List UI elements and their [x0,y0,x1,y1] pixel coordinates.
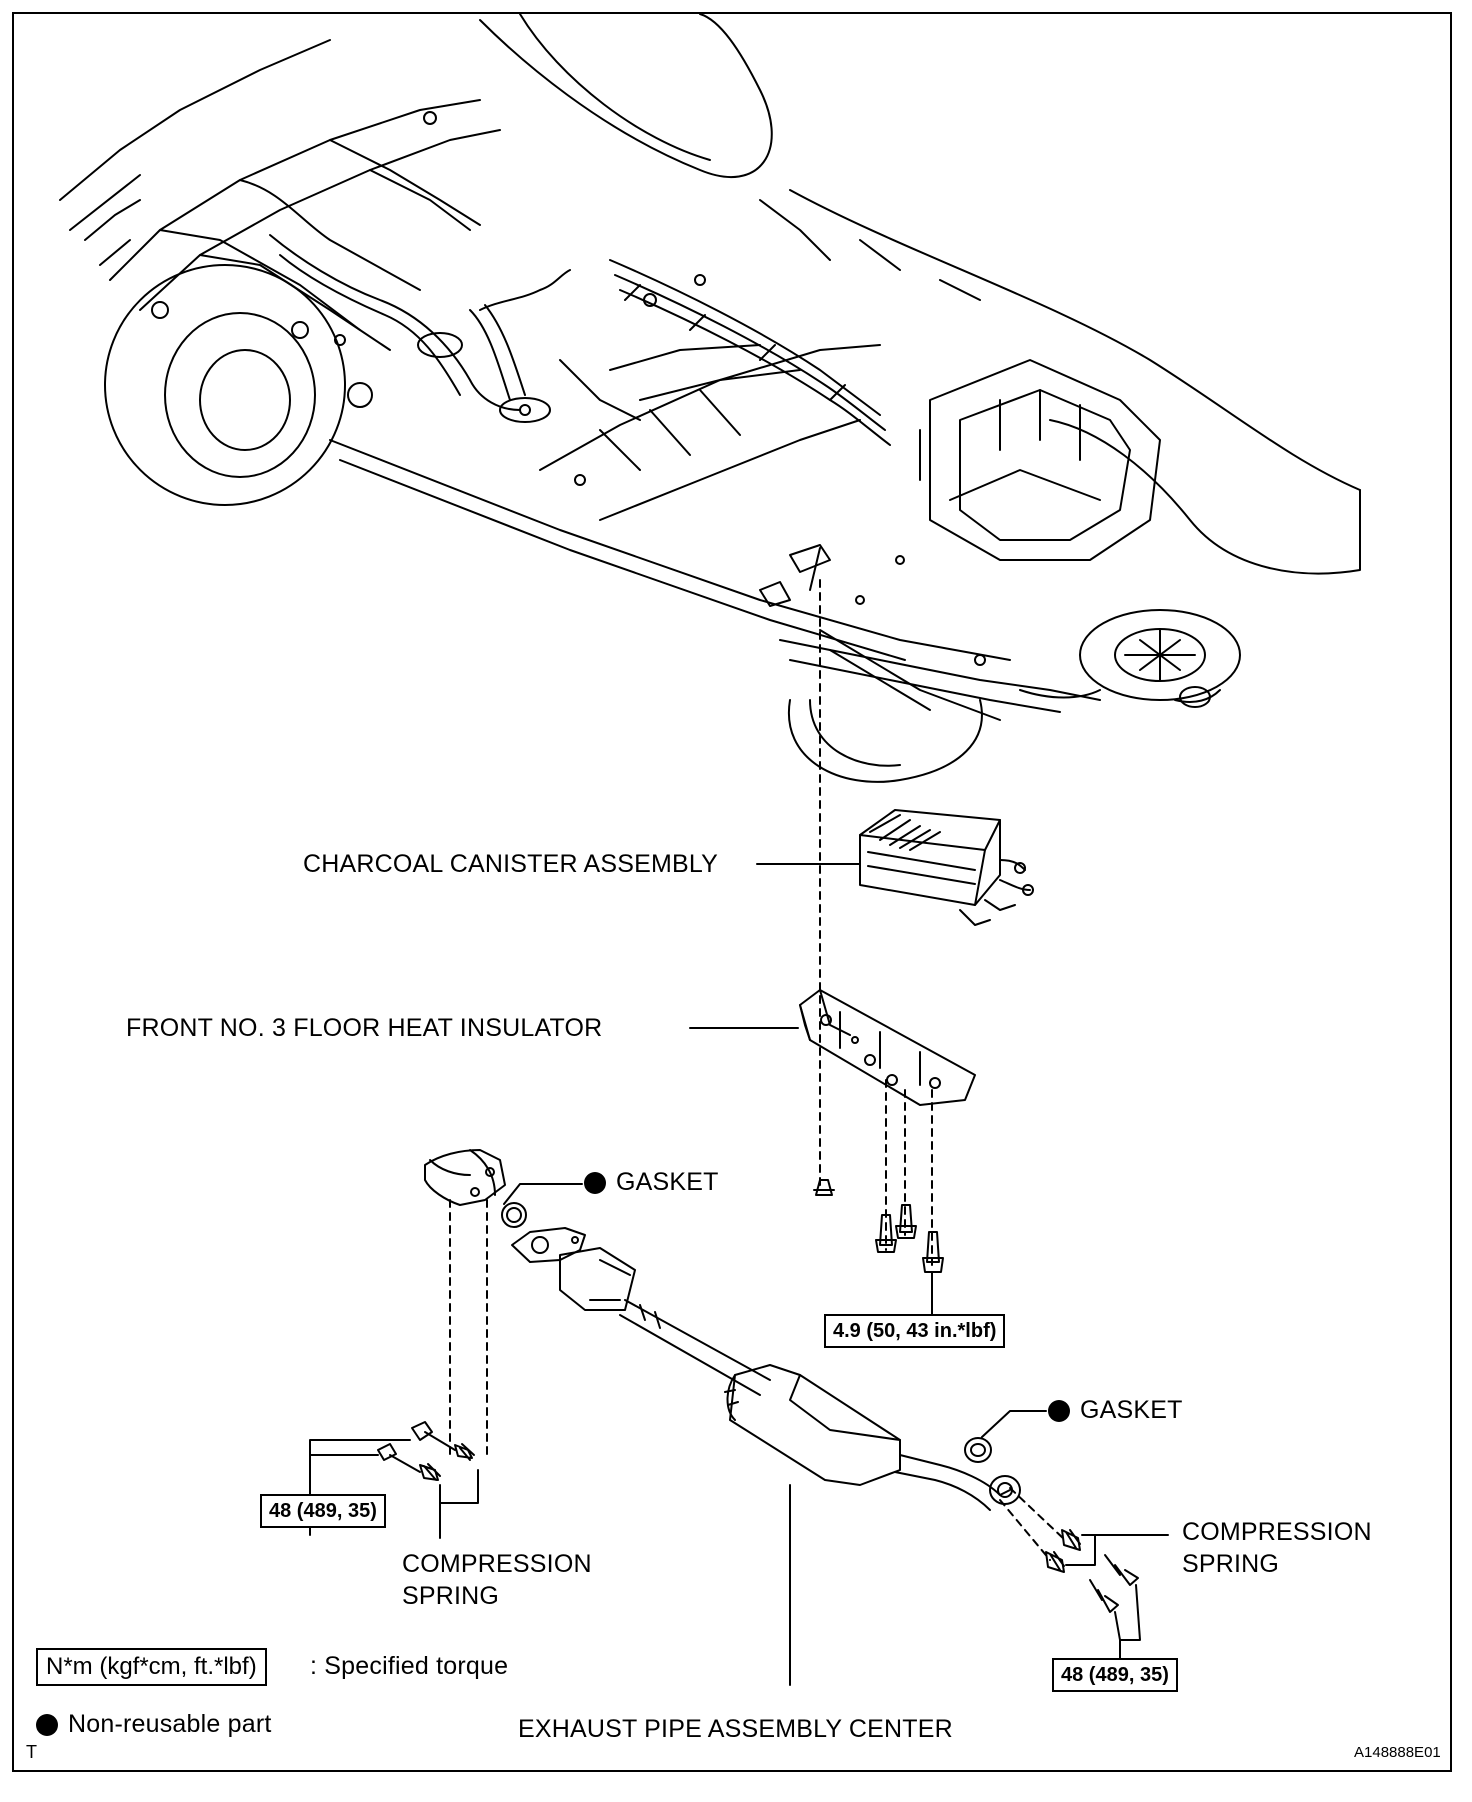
left-flange-bolts-springs [377,1421,475,1481]
nonreusable-dot-icon [1048,1400,1070,1423]
label-exhaust-pipe-center: EXHAUST PIPE ASSEMBLY CENTER [518,1715,953,1743]
torque-front-flange: 48 (489, 35) [260,1494,386,1528]
leader-gasket-upper [503,1183,583,1205]
gasket-lower-text: GASKET [1080,1396,1183,1424]
leader-right-torque [1114,1584,1141,1661]
label-compression-spring-left: COMPRESSION SPRING [402,1548,592,1612]
legend-torque-unit: N*m (kgf*cm, ft.*lbf) [36,1648,267,1686]
floor-heat-insulator-illustration [799,989,976,1106]
charcoal-canister-illustration [859,809,1034,926]
torque-rear-flange: 48 (489, 35) [1052,1658,1178,1692]
leader-gasket-lower [981,1410,1047,1438]
right-flange-bolts-springs [1045,1529,1139,1613]
compression-spring-right-line1: COMPRESSION [1182,1518,1372,1546]
figure-id: A148888E01 [1354,1744,1441,1761]
diagram-frame [12,12,1452,1772]
gasket-upper-text: GASKET [616,1168,719,1196]
torque-insulator-bolts: 4.9 (50, 43 in.*lbf) [824,1314,1006,1348]
legend-nonreusable-text: Non-reusable part [68,1710,272,1738]
leader-right-spring [1065,1534,1169,1566]
label-charcoal-canister: CHARCOAL CANISTER ASSEMBLY [303,850,719,878]
compression-spring-left-line1: COMPRESSION [402,1550,592,1578]
label-gasket-upper: GASKET [584,1168,719,1197]
footer-left-code: T [26,1742,38,1762]
vehicle-underbody [59,13,1361,783]
label-floor-heat-insulator: FRONT NO. 3 FLOOR HEAT INSULATOR [126,1014,603,1042]
label-gasket-lower: GASKET [1048,1396,1183,1425]
nonreusable-dot-icon [36,1714,58,1737]
legend-nonreusable: Non-reusable part [36,1710,272,1739]
compression-spring-right-line2: SPRING [1182,1550,1280,1578]
gasket-upper-illustration [501,1202,527,1228]
front-pipe-flange-illustration [424,1149,506,1206]
exhaust-pipe-center-illustration [511,1227,1021,1511]
insulator-bolts [813,1179,944,1273]
leader-left-spring [439,1469,479,1539]
label-compression-spring-right: COMPRESSION SPRING [1182,1516,1372,1580]
nonreusable-dot-icon [584,1172,606,1195]
compression-spring-left-line2: SPRING [402,1582,500,1610]
gasket-lower-illustration [964,1437,992,1463]
legend-torque-desc: : Specified torque [310,1652,509,1680]
